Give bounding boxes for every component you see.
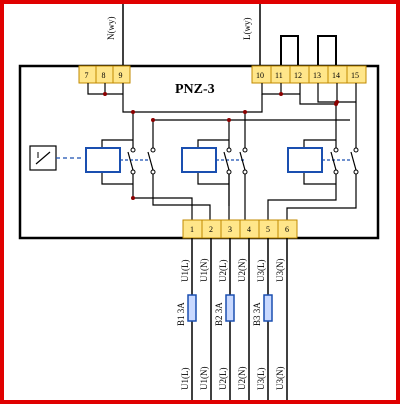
- internal-wiring: [87, 83, 357, 220]
- terminal-label-1: 1: [190, 225, 194, 234]
- terminal-label-11: 11: [275, 71, 283, 80]
- output-label-lower-6: U3(N): [275, 367, 285, 391]
- output-label-upper-1: U1(L): [180, 260, 190, 283]
- terminal-label-8: 8: [102, 71, 106, 80]
- fuses: B1 3A B2 3A B3 3A: [176, 294, 273, 326]
- terminal-label-5: 5: [266, 225, 270, 234]
- output-labels-lower: U1(L) U1(N) U2(L) U2(N) U3(L) U3(N): [180, 367, 285, 391]
- output-label-lower-3: U2(L): [218, 368, 228, 391]
- fuse-label-3: B3 3A: [252, 302, 262, 326]
- line-supply-label: L(wy): [242, 18, 252, 41]
- output-label-lower-5: U3(L): [256, 368, 266, 391]
- terminal-label-2: 2: [209, 225, 213, 234]
- bridge-loop-13-14: [317, 35, 337, 66]
- output-label-upper-4: U2(N): [237, 259, 247, 283]
- fuse-2: [225, 294, 235, 322]
- terminal-label-14: 14: [332, 71, 340, 80]
- relay-3: [287, 147, 359, 175]
- relay-2: [181, 147, 248, 175]
- terminal-label-4: 4: [247, 225, 251, 234]
- junctions: [103, 92, 339, 200]
- fuse-label-1: B1 3A: [176, 302, 186, 326]
- terminal-label-13: 13: [313, 71, 321, 80]
- output-label-upper-2: U1(N): [199, 259, 209, 283]
- relay-coil-2: [181, 147, 217, 173]
- output-label-lower-2: U1(N): [199, 367, 209, 391]
- fuse-label-2: B2 3A: [214, 302, 224, 326]
- output-label-lower-4: U2(N): [237, 367, 247, 391]
- output-label-upper-6: U3(N): [275, 259, 285, 283]
- output-labels-upper: U1(L) U1(N) U2(L) U2(N) U3(L) U3(N): [180, 259, 285, 283]
- bridge-loop-11-12: [280, 35, 299, 66]
- terminal-block-left: 7 8 9: [78, 65, 131, 84]
- terminal-9: [112, 65, 131, 84]
- terminal-label-15: 15: [351, 71, 359, 80]
- terminal-label-12: 12: [294, 71, 302, 80]
- terminal-block-output: 1 2 3 4 5 6: [182, 219, 298, 239]
- terminal-label-3: 3: [228, 225, 232, 234]
- terminal-label-7: 7: [85, 71, 89, 80]
- fuse-3: [263, 294, 273, 322]
- device-title: PNZ-3: [175, 82, 215, 97]
- terminal-block-right: 10 11 12 13 14 15: [251, 65, 367, 84]
- output-label-lower-1: U1(L): [180, 368, 190, 391]
- fuse-1: [187, 294, 197, 322]
- output-label-upper-3: U2(L): [218, 260, 228, 283]
- terminal-label-6: 6: [285, 225, 289, 234]
- terminal-label-10: 10: [256, 71, 264, 80]
- output-label-upper-5: U3(L): [256, 260, 266, 283]
- relay-coil-3: [287, 147, 323, 173]
- terminal-label-9: 9: [119, 71, 123, 80]
- neutral-supply-label: N(wy): [106, 17, 116, 41]
- relay-coil-1: [85, 147, 121, 173]
- timer-icon: [29, 145, 84, 171]
- relay-1: [85, 147, 156, 175]
